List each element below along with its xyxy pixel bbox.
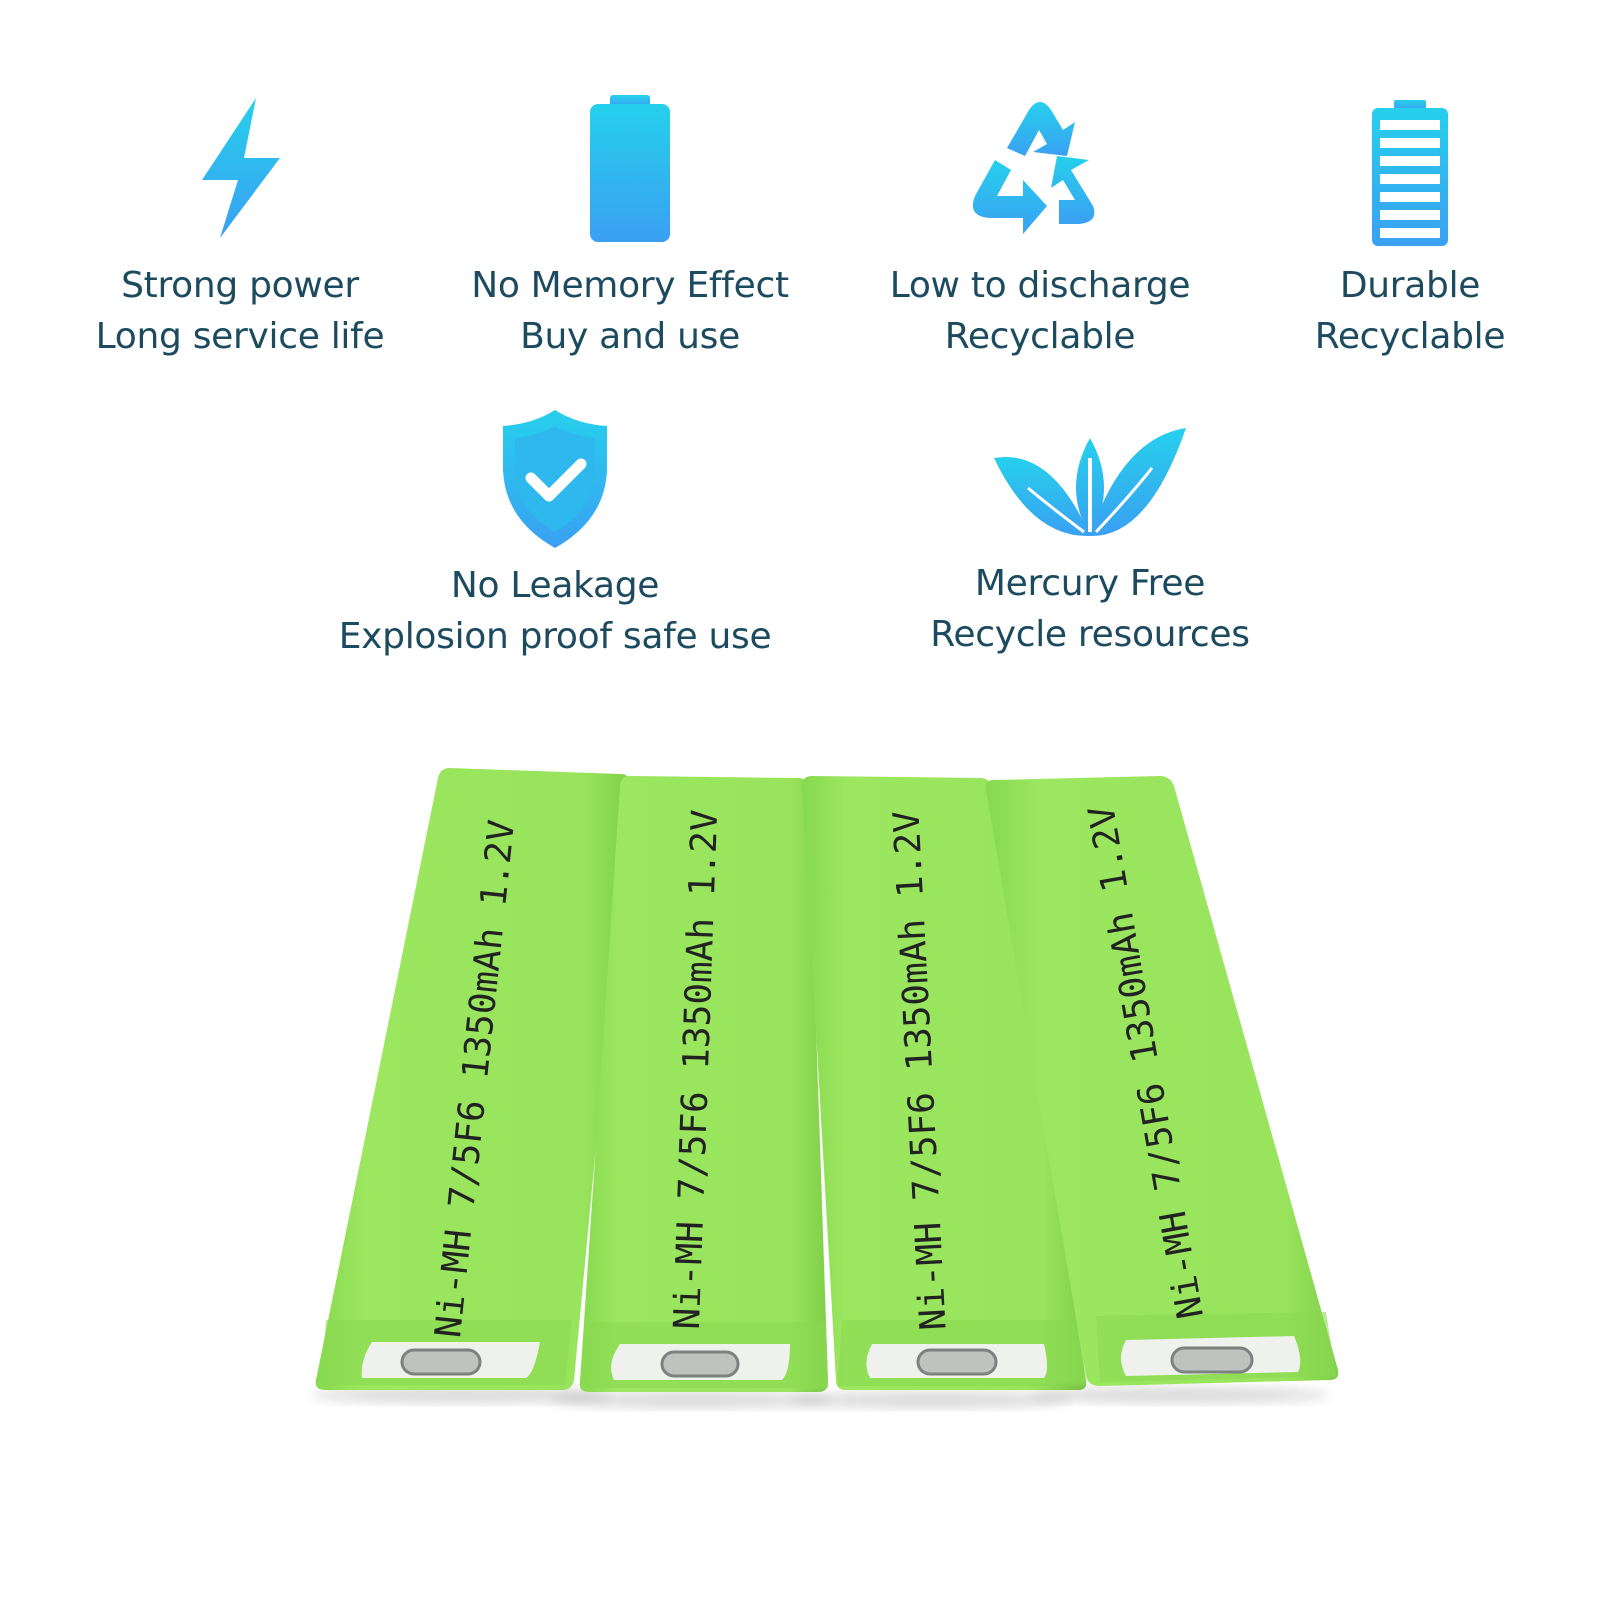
- battery-level-icon: [1370, 100, 1450, 248]
- feature-subtitle: Explosion proof safe use: [338, 616, 772, 657]
- feature-durable: Durable Recyclable: [1250, 90, 1570, 370]
- feature-no-leakage: No Leakage Explosion proof safe use: [330, 410, 780, 680]
- feature-title: Strong power: [121, 265, 359, 306]
- feature-title: No Memory Effect: [471, 265, 789, 306]
- leaf-icon: [992, 428, 1188, 538]
- feature-subtitle: Long service life: [95, 316, 385, 357]
- feature-title: No Leakage: [450, 565, 660, 606]
- battery-product-image: Ni-MH 7/5F6 1350mAh 1.2V Ni-MH 7/5F6 135…: [310, 768, 1339, 1408]
- feature-low-discharge: Low to discharge Recyclable: [870, 90, 1210, 370]
- battery-icon: [588, 95, 672, 243]
- feature-title: Mercury Free: [974, 563, 1206, 604]
- recycle-icon: [967, 98, 1113, 238]
- shield-check-icon: [497, 410, 613, 550]
- battery-cell: Ni-MH 7/5F6 1350mAh 1.2V: [790, 776, 1087, 1408]
- feature-subtitle: Recycle resources: [930, 614, 1250, 655]
- feature-no-memory-effect: No Memory Effect Buy and use: [460, 90, 800, 370]
- feature-mercury-free: Mercury Free Recycle resources: [880, 410, 1300, 680]
- feature-subtitle: Recyclable: [944, 316, 1136, 357]
- feature-title: Durable: [1339, 265, 1481, 306]
- battery-cell: Ni-MH 7/5F6 1350mAh 1.2V: [310, 768, 630, 1403]
- feature-title: Low to discharge: [889, 265, 1191, 306]
- lightning-bolt-icon: [198, 98, 282, 238]
- feature-subtitle: Buy and use: [520, 316, 740, 357]
- feature-strong-power: Strong power Long service life: [90, 90, 390, 370]
- feature-subtitle: Recyclable: [1314, 316, 1506, 357]
- battery-cell: Ni-MH 7/5F6 1350mAh 1.2V: [550, 776, 830, 1408]
- battery-cell: Ni-MH 7/5F6 1350mAh 1.2V: [985, 776, 1339, 1403]
